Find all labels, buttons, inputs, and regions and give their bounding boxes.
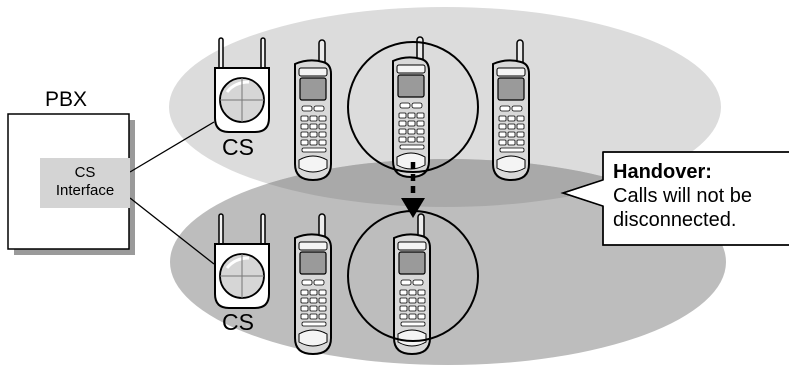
cs-label-top: CS — [222, 134, 254, 160]
cs-label-bottom: CS — [222, 309, 254, 335]
dashed-down-arrow-icon — [401, 162, 425, 218]
cs-interface-label-line1: CS — [74, 164, 96, 181]
connection-line-top — [129, 121, 215, 173]
callout-fill — [566, 153, 789, 244]
callout-title: Handover: — [613, 161, 712, 183]
callout-border — [560, 151, 789, 246]
pbx-label: PBX — [45, 88, 88, 111]
cs-interface-block: CS Interface — [40, 158, 130, 208]
callout-line-1: Calls will not be — [613, 185, 752, 207]
callout-line-2: disconnected. — [613, 209, 737, 231]
handover-callout-text: Handover: Calls will not be disconnected… — [613, 160, 752, 232]
handset-highlight-circle-top — [347, 41, 479, 173]
connection-line-bottom — [129, 197, 215, 265]
cs-interface-label-line2: Interface — [55, 182, 115, 199]
